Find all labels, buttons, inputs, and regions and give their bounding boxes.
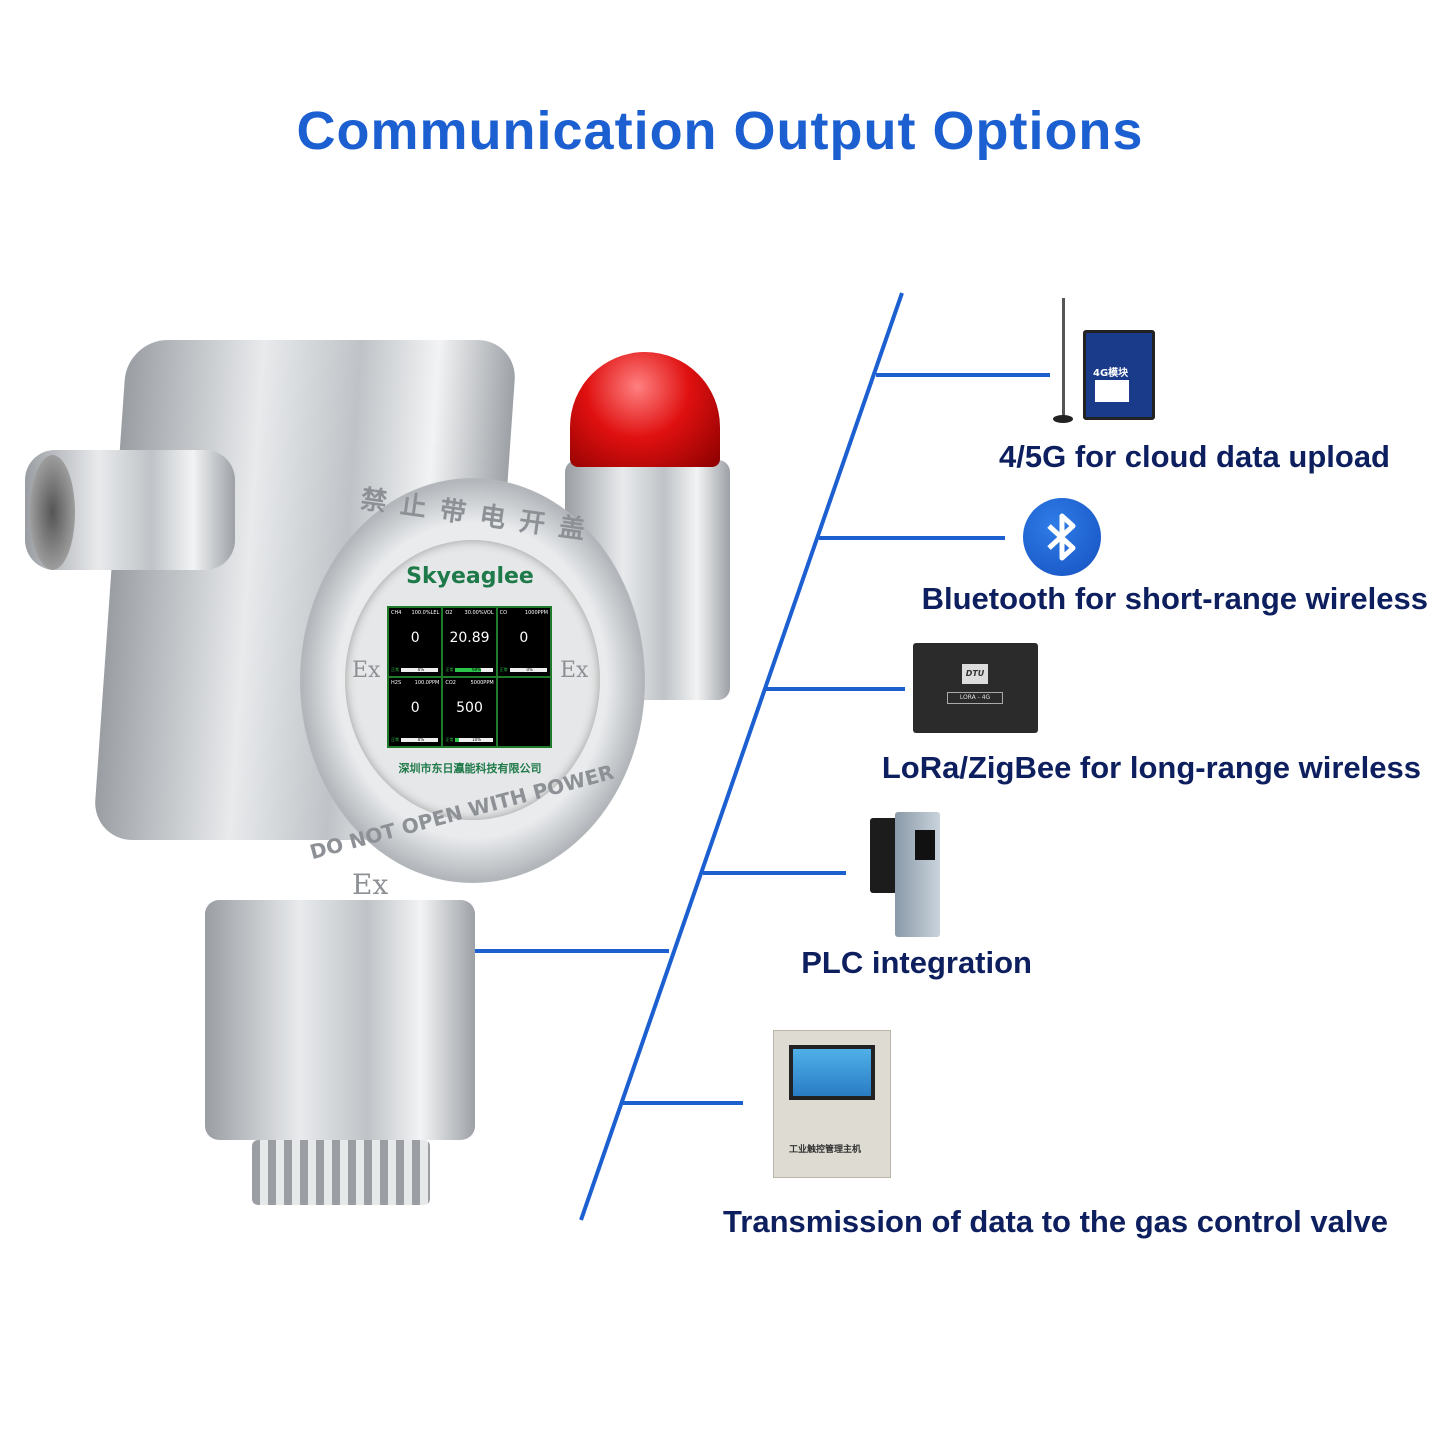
channel-bar: 69% — [455, 667, 493, 672]
plc-display — [915, 830, 935, 860]
channel-status: 正常 — [391, 667, 399, 672]
channel-status: 正常 — [445, 737, 454, 742]
company-name: 深圳市东日瀛能科技有限公司 — [398, 762, 542, 775]
channel-value: 0 — [410, 630, 420, 646]
option-bluetooth-label: Bluetooth for short-range wireless — [921, 581, 1428, 616]
channel-range: 100.0%LEL — [411, 610, 440, 616]
ex-mark-body: Ex — [352, 868, 389, 901]
cabinet-screen — [789, 1045, 875, 1100]
option-4g-label: 4/5G for cloud data upload — [999, 439, 1390, 474]
option-lora-label: LoRa/ZigBee for long-range wireless — [881, 750, 1421, 785]
channel-range: 100.0PPM — [414, 680, 440, 686]
channel-range: 30.00%VOL — [464, 610, 494, 616]
channel-bar: 0% — [401, 667, 439, 672]
module-box — [1083, 330, 1155, 420]
channel-status: 正常 — [445, 667, 454, 672]
channel-percent: 0% — [417, 667, 425, 672]
channel-bar: 0% — [401, 737, 439, 742]
dtu-box — [913, 643, 1038, 733]
channel-percent: 69% — [472, 667, 482, 672]
channel-range: 1000PPM — [524, 610, 548, 616]
channel-h2s: H2S 100.0PPM 0 正常 0% — [389, 678, 442, 746]
channel-bar: 0% — [509, 667, 547, 672]
channel-status: 正常 — [391, 737, 399, 742]
brand-logo: Skyeaglee — [406, 564, 534, 589]
channel-gas: H2S — [391, 680, 402, 686]
module-sticker — [1095, 380, 1129, 402]
channel-value: 20.89 — [449, 630, 490, 646]
option-plc-label: PLC integration — [801, 945, 1032, 980]
sensor-thread — [252, 1140, 430, 1205]
channel-bar: 10% — [455, 737, 493, 742]
inlet-hole — [30, 455, 75, 570]
channel-empty — [497, 678, 550, 746]
module-label: 4G模块 — [1093, 368, 1129, 379]
channel-gas: CO2 — [445, 680, 456, 686]
antenna-base — [1053, 415, 1073, 423]
channel-gas: O2 — [445, 610, 453, 616]
channel-gas: CH4 — [391, 610, 402, 616]
channel-value: 0 — [410, 700, 420, 716]
alarm-lamp — [570, 352, 720, 467]
channel-co: CO 1000PPM 0 正常 0% — [497, 608, 550, 676]
channel-o2: O2 30.00%VOL 20.89 正常 69% — [443, 608, 496, 676]
channel-value: 500 — [456, 700, 483, 716]
dtu-logo: DTU — [962, 664, 988, 684]
antenna-icon — [1062, 298, 1065, 418]
channel-percent: 0% — [417, 737, 425, 742]
trunk-line — [579, 292, 904, 1221]
channel-gas: CO — [499, 610, 508, 616]
channel-range: 5000PPM — [470, 680, 494, 686]
channel-value: 0 — [519, 630, 529, 646]
sensor-body — [205, 900, 475, 1140]
option-valve-label: Transmission of data to the gas control … — [723, 1204, 1388, 1239]
channel-ch4: CH4 100.0%LEL 0 正常 0% — [389, 608, 442, 676]
channel-co2: CO2 5000PPM 500 正常 10% — [443, 678, 496, 746]
page-title: Communication Output Options — [296, 101, 1144, 161]
channel-percent: 10% — [472, 737, 482, 742]
dtu-model: LORA - 4G — [947, 692, 1003, 704]
channel-status: 正常 — [499, 667, 508, 672]
channel-percent: 0% — [526, 667, 533, 672]
bluetooth-icon — [1023, 498, 1101, 576]
ex-mark-right: Ex — [560, 658, 589, 683]
cabinet-label: 工业触控管理主机 — [789, 1145, 862, 1155]
ex-mark-left: Ex — [352, 658, 381, 683]
